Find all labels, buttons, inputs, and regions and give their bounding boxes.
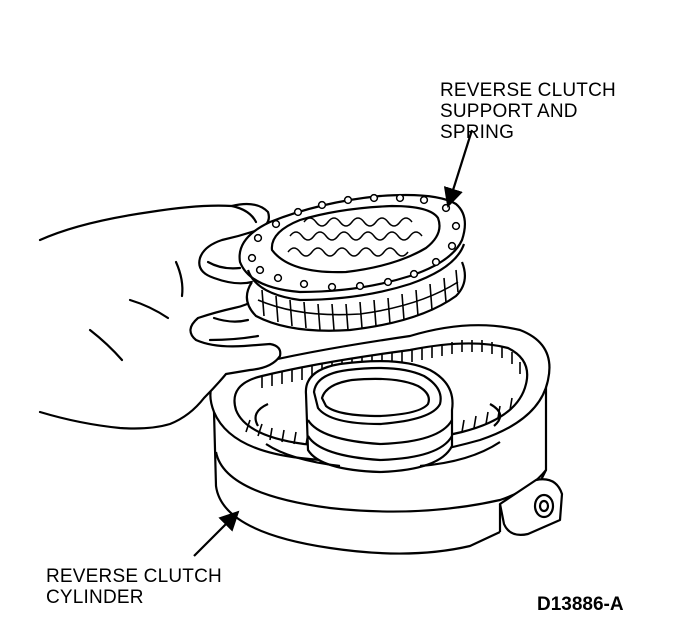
cylinder-leader-arrow xyxy=(193,510,240,557)
support-callout-line-3: SPRING xyxy=(440,122,515,143)
hand-illustration xyxy=(38,202,282,430)
reverse-clutch-cylinder xyxy=(209,324,564,555)
support-and-spring-callout: REVERSE CLUTCH SUPPORT AND SPRING xyxy=(440,80,616,143)
cylinder-callout: REVERSE CLUTCH CYLINDER xyxy=(46,566,222,608)
cylinder-callout-line-2: CYLINDER xyxy=(46,587,144,608)
support-callout-line-1: REVERSE CLUTCH xyxy=(440,80,616,101)
support-leader-arrow xyxy=(443,129,474,208)
cylinder-callout-line-1: REVERSE CLUTCH xyxy=(46,566,222,587)
reverse-clutch-support-and-spring xyxy=(238,193,467,332)
figure-id-label: D13886-A xyxy=(537,594,624,615)
support-callout-line-2: SUPPORT AND xyxy=(440,101,578,122)
